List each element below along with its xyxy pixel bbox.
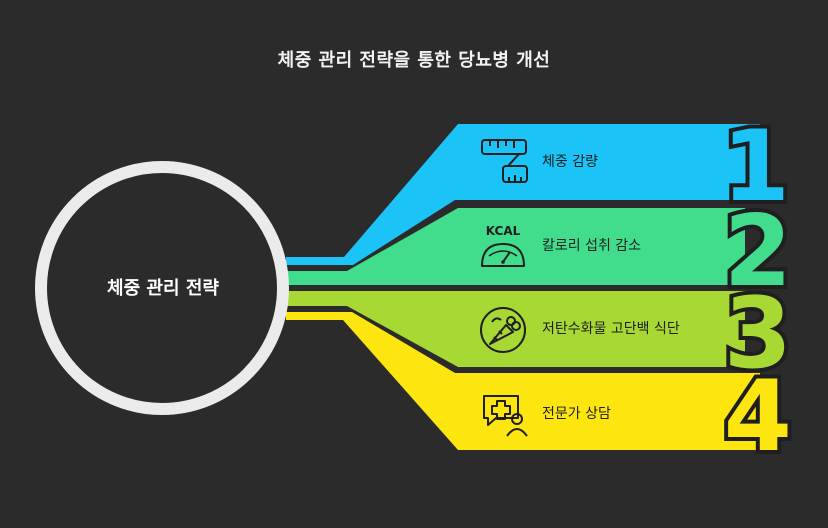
step-number-3: 3	[724, 277, 792, 391]
band-1	[286, 124, 760, 265]
diagram-title: 체중 관리 전략을 통한 당뇨병 개선	[277, 50, 551, 71]
step-label-1: 체중 감량	[542, 154, 598, 170]
center-label: 체중 관리 전략	[107, 278, 219, 299]
step-number-4: 4	[724, 360, 792, 474]
calorie-scale-icon: KCAL	[481, 224, 525, 267]
center-circle	[35, 161, 289, 415]
step-number-2: 2	[724, 195, 792, 309]
doctor-consultation-icon	[483, 395, 528, 437]
kcal-icon-text: KCAL	[486, 224, 521, 238]
step-label-2: 칼로리 섭취 감소	[542, 238, 642, 254]
step-label-3: 저탄수화물 고단백 식단	[542, 321, 680, 337]
band-4	[286, 312, 760, 450]
vegetables-icon	[480, 307, 526, 353]
measuring-tape-icon	[481, 139, 528, 183]
step-number-1: 1	[722, 110, 790, 224]
step-label-4: 전문가 상담	[542, 406, 611, 422]
